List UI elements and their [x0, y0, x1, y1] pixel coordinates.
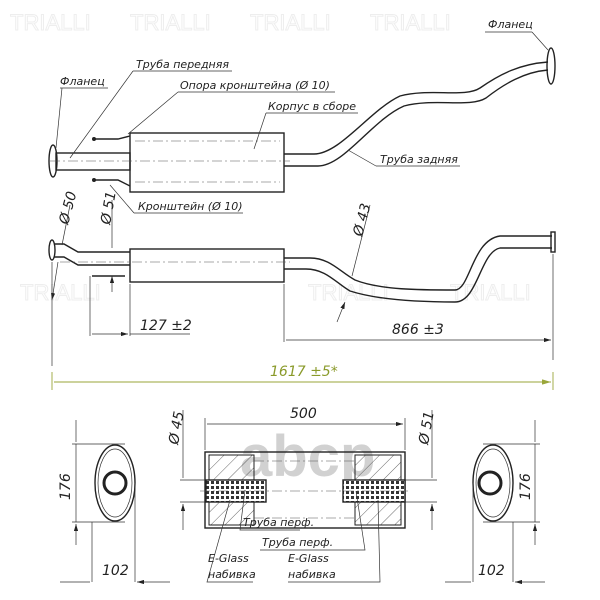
- dim-flange-diameter: Ø 50: [56, 190, 80, 227]
- brackets: [94, 135, 131, 187]
- dim-bracket-offset: 127 ±2: [140, 318, 192, 334]
- right-flange: [546, 47, 556, 85]
- rear-pipe: [284, 61, 549, 155]
- label-packing-1-line1: E-Glass: [208, 552, 249, 565]
- left-flange-side: [48, 239, 56, 261]
- dim-inlet-diameter-section: Ø 45: [166, 410, 188, 447]
- right-flange-side: [550, 231, 556, 253]
- brand-watermark: TRIALLI: [450, 280, 531, 305]
- label-body-assembly: Корпус в сборе: [268, 100, 356, 113]
- label-perf-tube-1: Труба перф.: [243, 516, 314, 529]
- pipe-opening-right: [477, 470, 503, 496]
- top-view: Фланец Труба передняя Опора кронштейна (…: [48, 18, 556, 214]
- right-end-view: 176 102: [445, 420, 545, 582]
- oval-end-left: [94, 444, 136, 522]
- dim-rear-length: 866 ±3: [392, 322, 444, 338]
- dim-width-right: 102: [478, 563, 505, 579]
- front-pipe: [55, 152, 131, 171]
- label-packing-1-line2: набивка: [208, 568, 256, 581]
- label-packing-2-line2: набивка: [288, 568, 336, 581]
- dim-outlet-diameter-section: Ø 51: [416, 410, 438, 447]
- label-perf-tube-2: Труба перф.: [262, 536, 333, 549]
- brand-watermark: TRIALLI: [308, 280, 389, 305]
- dim-height-right: 176: [518, 473, 534, 500]
- dim-height-left: 176: [58, 473, 74, 500]
- pipe-opening-left: [102, 470, 128, 496]
- dim-inlet-diameter: Ø 51: [98, 190, 120, 227]
- site-watermark: abcp: [240, 424, 375, 489]
- dim-rear-diameter: Ø 43: [350, 202, 374, 239]
- label-bracket-support: Опора кронштейна (Ø 10): [180, 79, 330, 92]
- muffler-body: [129, 132, 285, 193]
- label-bracket: Кронштейн (Ø 10): [138, 200, 243, 213]
- dim-muffler-length: 500: [290, 406, 317, 422]
- brand-watermark: TRIALLI: [20, 280, 101, 305]
- left-end-view: 176 102: [58, 420, 170, 582]
- label-front-pipe: Труба передняя: [136, 58, 229, 71]
- brand-watermark: TRIALLI: [10, 10, 91, 35]
- dim-total-length: 1617 ±5*: [270, 364, 338, 380]
- label-flange-right: Фланец: [488, 18, 533, 31]
- brand-watermark: TRIALLI: [370, 10, 451, 35]
- brand-watermark: TRIALLI: [250, 10, 331, 35]
- brand-watermarks: TRIALLI TRIALLI TRIALLI TRIALLI TRIALLI …: [10, 10, 532, 306]
- front-pipe-side: [54, 243, 130, 266]
- label-packing-2-line1: E-Glass: [288, 552, 329, 565]
- muffler-section: 500 Ø 45 Ø 51 Труба перф. Труба перф. E-…: [166, 406, 438, 583]
- label-rear-pipe: Труба задняя: [380, 153, 458, 166]
- rear-pipe-side: [284, 235, 552, 291]
- label-flange-left: Фланец: [60, 75, 105, 88]
- muffler-body-side: [129, 248, 285, 283]
- dim-width-left: 102: [102, 563, 129, 579]
- brand-watermark: TRIALLI: [130, 10, 211, 35]
